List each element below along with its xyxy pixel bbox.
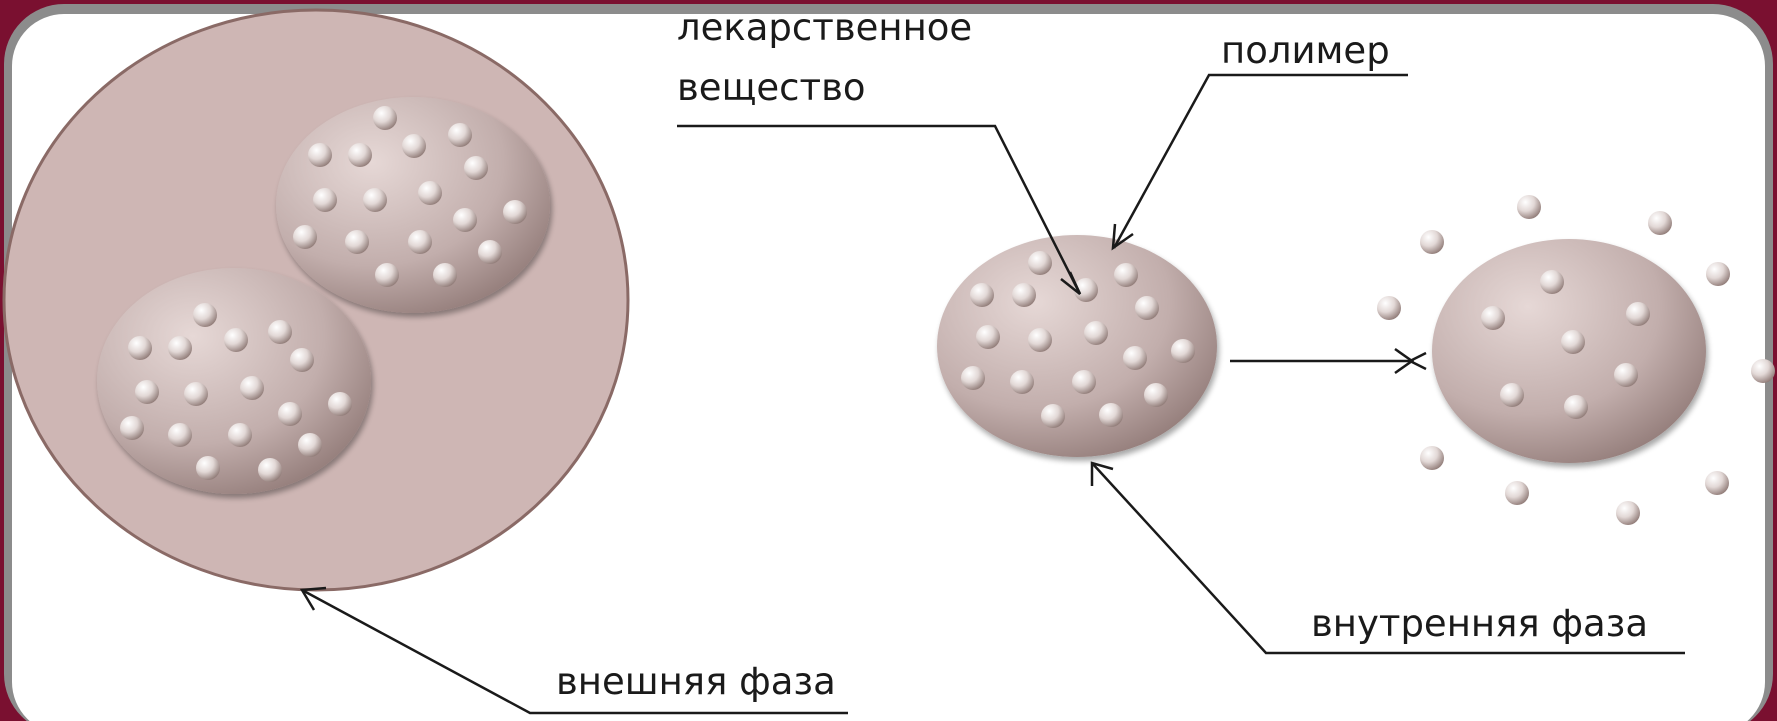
drug-particle bbox=[128, 336, 152, 360]
drug-particle bbox=[976, 325, 1000, 349]
drug-particle bbox=[1540, 270, 1564, 294]
drug-particle bbox=[1614, 363, 1638, 387]
drug-particle bbox=[375, 263, 399, 287]
drug-particle bbox=[1648, 211, 1672, 235]
outer-phase-label: внешняя фаза bbox=[556, 660, 836, 703]
drug-particle bbox=[402, 134, 426, 158]
drug-particle bbox=[193, 303, 217, 327]
drug-particle bbox=[1123, 346, 1147, 370]
drug-particle bbox=[1377, 296, 1401, 320]
drug-particle bbox=[433, 263, 457, 287]
drug-particle bbox=[448, 123, 472, 147]
drug-particle bbox=[258, 458, 282, 482]
drug-particle bbox=[308, 143, 332, 167]
drug-particle bbox=[418, 181, 442, 205]
drug-particle bbox=[1144, 383, 1168, 407]
drug-particle bbox=[1012, 283, 1036, 307]
drug-particle bbox=[1500, 383, 1524, 407]
inner-phase-label: внутренняя фаза bbox=[1311, 602, 1648, 645]
drug-particle bbox=[1171, 339, 1195, 363]
drug-particle bbox=[1705, 471, 1729, 495]
drug-particle bbox=[1517, 195, 1541, 219]
drug-particle bbox=[345, 230, 369, 254]
drug-particle bbox=[970, 283, 994, 307]
drug-particle bbox=[1481, 306, 1505, 330]
drug-particle bbox=[1706, 262, 1730, 286]
drug-particle bbox=[1505, 481, 1529, 505]
drug-particle bbox=[478, 240, 502, 264]
drug-particle bbox=[1561, 330, 1585, 354]
microsphere-lower bbox=[97, 268, 371, 494]
emulsion-droplet bbox=[4, 10, 628, 590]
drug-particle bbox=[1420, 230, 1444, 254]
drug-particle bbox=[184, 382, 208, 406]
drug-particle bbox=[1420, 446, 1444, 470]
drug-particle bbox=[363, 188, 387, 212]
drug-particle bbox=[168, 423, 192, 447]
drug-label-line2: вещество bbox=[677, 66, 866, 109]
drug-label-line1: лекарственное bbox=[677, 6, 972, 49]
drug-particle bbox=[224, 328, 248, 352]
drug-particle bbox=[1072, 370, 1096, 394]
drug-particle bbox=[328, 392, 352, 416]
drug-particle bbox=[1564, 395, 1588, 419]
drug-particle bbox=[1751, 359, 1775, 383]
drug-particle bbox=[293, 225, 317, 249]
drug-particle bbox=[120, 416, 144, 440]
drug-particle bbox=[228, 423, 252, 447]
drug-particle bbox=[1010, 370, 1034, 394]
drug-particle bbox=[278, 402, 302, 426]
drug-particle bbox=[298, 433, 322, 457]
drug-particle bbox=[348, 143, 372, 167]
drug-particle bbox=[1028, 251, 1052, 275]
drug-particle bbox=[1084, 321, 1108, 345]
drug-particle bbox=[196, 456, 220, 480]
drug-particle bbox=[240, 376, 264, 400]
drug-particle bbox=[313, 188, 337, 212]
drug-particle bbox=[961, 366, 985, 390]
drug-particle bbox=[464, 156, 488, 180]
drug-particle bbox=[1041, 404, 1065, 428]
drug-particle bbox=[1135, 296, 1159, 320]
drug-particle bbox=[290, 348, 314, 372]
drug-particle bbox=[1099, 403, 1123, 427]
drug-particle bbox=[408, 230, 432, 254]
drug-particle bbox=[453, 208, 477, 232]
drug-particle bbox=[135, 380, 159, 404]
drug-particle bbox=[1616, 501, 1640, 525]
drug-particle bbox=[1114, 263, 1138, 287]
drug-particle bbox=[1626, 302, 1650, 326]
drug-particle bbox=[1028, 328, 1052, 352]
drug-particle bbox=[268, 320, 292, 344]
drug-particle bbox=[373, 106, 397, 130]
drug-particle bbox=[503, 200, 527, 224]
drug-particle bbox=[168, 336, 192, 360]
polymer-label: полимер bbox=[1221, 29, 1390, 72]
